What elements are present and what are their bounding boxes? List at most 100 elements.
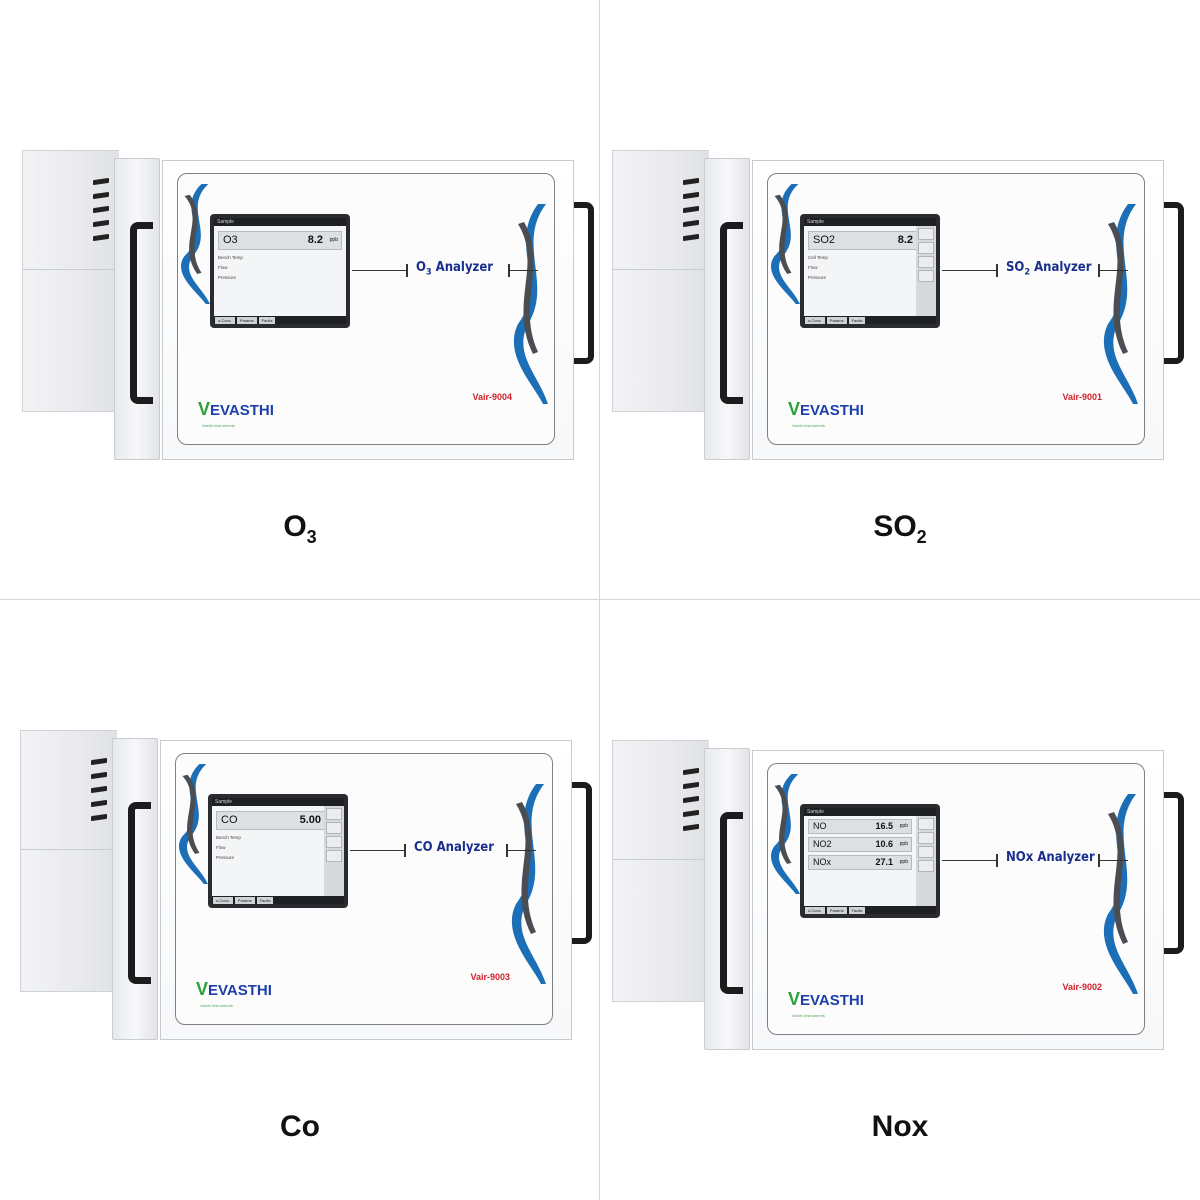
swirl-decoration-left — [770, 774, 800, 894]
brand-logo: VEVASTHI — [198, 399, 274, 420]
right-handle — [1164, 202, 1184, 364]
side-panel — [612, 150, 709, 412]
param-label: Flow — [218, 265, 228, 270]
screen-side-menu — [324, 806, 344, 896]
right-handle — [574, 202, 594, 364]
side-menu-button — [326, 808, 342, 820]
swirl-decoration-left — [770, 184, 800, 304]
caption-base: Nox — [871, 1110, 929, 1143]
rack-flange — [112, 738, 158, 1040]
screen-tab: Faults — [848, 317, 866, 324]
vent-slot — [683, 233, 699, 242]
vent-slot — [683, 781, 699, 790]
gas-name: NO2 — [813, 839, 832, 849]
screen-tab: o.Conc. — [215, 317, 235, 324]
vent-slot — [91, 785, 107, 794]
screen-tab: o.Conc. — [805, 907, 825, 914]
device-title-base: CO — [414, 840, 433, 855]
title-tick — [406, 264, 408, 277]
vent-slot — [93, 233, 109, 242]
title-rule-left — [350, 850, 404, 851]
vent-slot — [683, 205, 699, 214]
vent-slot — [683, 823, 699, 832]
device-title-base: SO — [1006, 260, 1025, 275]
reading-unit: ppb — [899, 823, 908, 829]
side-seam — [21, 849, 117, 850]
brand-tagline: Vasthi Instruments — [792, 1013, 825, 1018]
side-seam — [613, 269, 709, 270]
brand-logo-name: EVASTHI — [210, 402, 274, 419]
device-title: O3 Analyzer — [416, 260, 493, 278]
vent-slot — [683, 767, 699, 776]
vent-slot — [91, 771, 107, 780]
side-menu-button — [918, 860, 934, 872]
screen-side-menu — [916, 226, 936, 316]
reading-value: 27.1 — [875, 857, 893, 867]
side-menu-button — [326, 836, 342, 848]
model-number: Vair-9001 — [1062, 392, 1102, 402]
param-label: Cell Temp — [808, 255, 828, 260]
param-label: Pressure — [808, 275, 827, 280]
left-handle — [720, 812, 743, 994]
brand-logo-name: EVASTHI — [800, 992, 864, 1009]
screen-tab: Faults — [258, 317, 276, 324]
vent-slot — [683, 219, 699, 228]
side-menu-button — [918, 818, 934, 830]
rack-flange — [704, 158, 750, 460]
vent-slot — [93, 219, 109, 228]
side-menu-button — [918, 832, 934, 844]
device-title-sub: 2 — [1024, 267, 1031, 278]
param-label: Pressure — [216, 855, 235, 860]
brand-logo: VEVASTHI — [788, 989, 864, 1010]
reading-value: 5.00 — [299, 814, 321, 826]
title-rule-left — [942, 270, 996, 271]
device-title-rest: Analyzer — [432, 840, 495, 855]
side-panel — [20, 730, 117, 992]
caption-base: Co — [280, 1110, 320, 1143]
device-title-rest: Analyzer — [1030, 260, 1092, 275]
gas-name: SO2 — [813, 234, 836, 246]
brand-logo-initial: V — [788, 989, 801, 1009]
screen-tab: o.Conc. — [213, 897, 233, 904]
title-rule-right — [1098, 270, 1128, 271]
model-number: Vair-9002 — [1062, 982, 1102, 992]
swirl-decoration-right — [513, 204, 548, 404]
device-title-sub: 3 — [425, 267, 432, 278]
screen-header-label: Sample — [217, 219, 234, 225]
title-rule-right — [1098, 860, 1128, 861]
screen-header: Sample — [214, 218, 346, 226]
vent-slot — [91, 757, 107, 766]
vent-slot — [91, 799, 107, 808]
title-rule-right — [508, 270, 538, 271]
product-caption: Nox — [600, 1110, 1200, 1148]
gas-name: NO — [813, 821, 827, 831]
swirl-decoration-right — [1103, 794, 1138, 994]
title-rule-left — [942, 860, 996, 861]
side-seam — [613, 859, 709, 860]
vent-slot — [683, 191, 699, 200]
param-label: Flow — [216, 845, 226, 850]
side-menu-button — [326, 850, 342, 862]
param-label: Flow — [808, 265, 818, 270]
screen-side-menu — [916, 816, 936, 906]
param-label: Bench Temp — [216, 835, 241, 840]
title-tick — [996, 854, 998, 867]
brand-logo-initial: V — [196, 979, 209, 999]
param-label: Bench Temp — [218, 255, 243, 260]
brand-logo-initial: V — [198, 399, 211, 419]
vent-slot — [683, 809, 699, 818]
screen-tab: Faults — [848, 907, 866, 914]
screen-header: Sample — [804, 218, 936, 226]
